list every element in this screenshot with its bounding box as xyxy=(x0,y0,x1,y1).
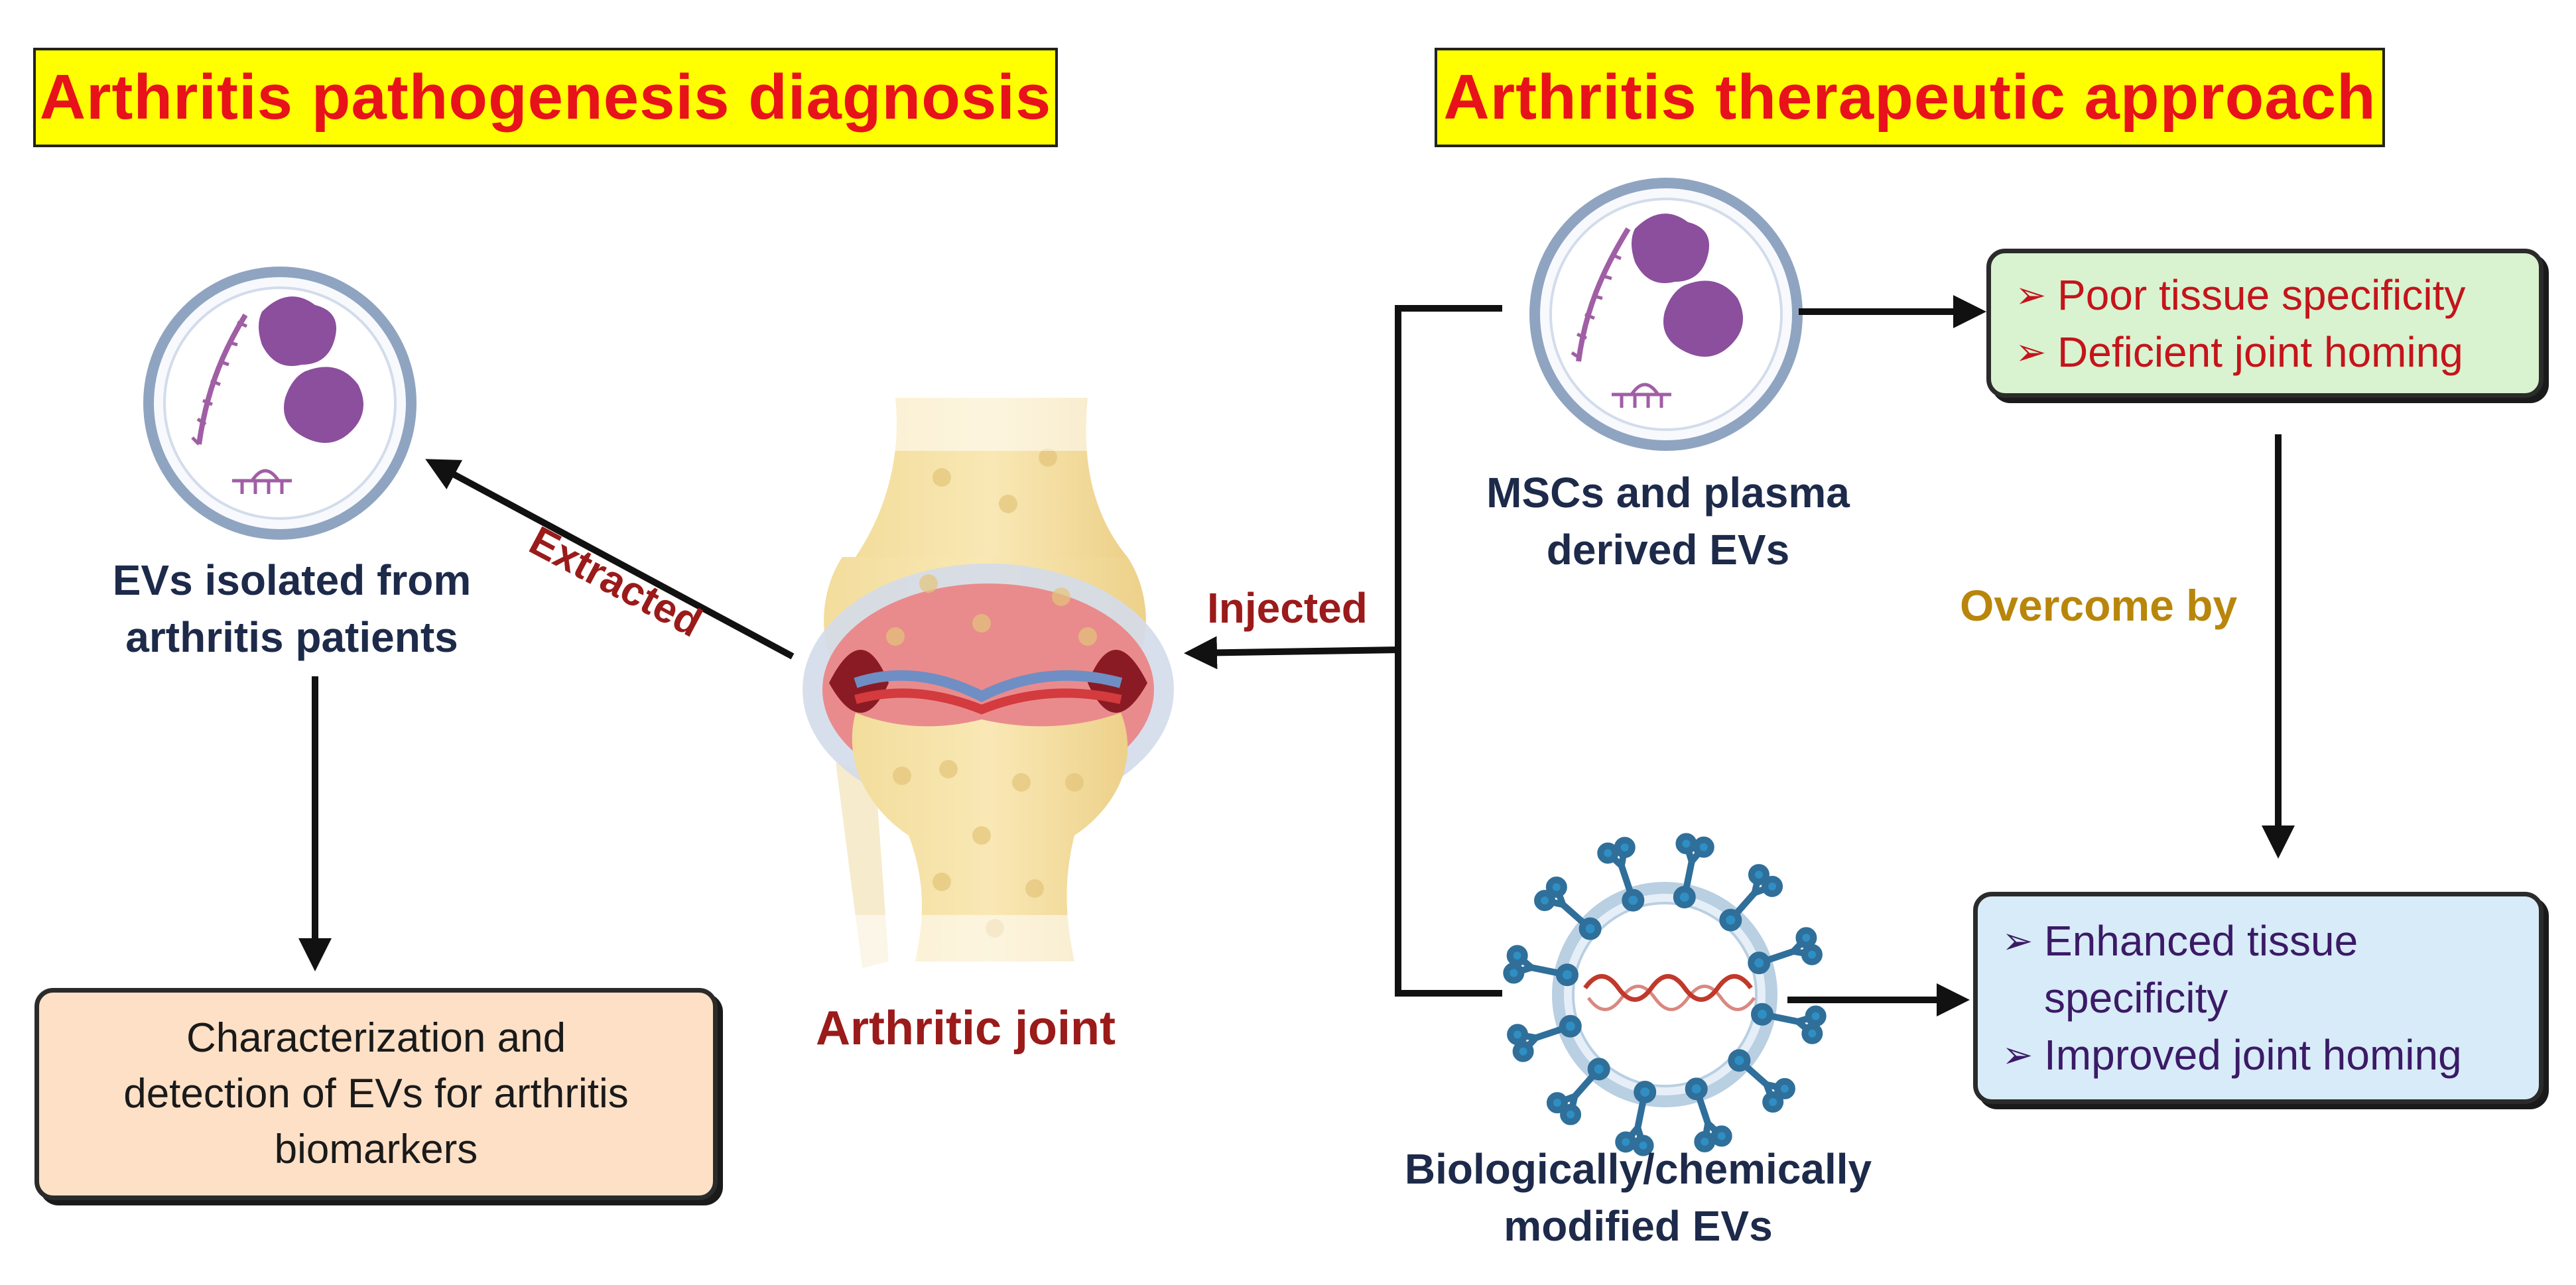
ligand-tip xyxy=(1762,875,1783,897)
ligand-tip xyxy=(1506,945,1528,967)
ligand-tip xyxy=(1694,1131,1716,1152)
label-line: Biologically/chemically xyxy=(1404,1145,1872,1193)
bone-texture-dot xyxy=(1039,448,1057,467)
list-item-line: Enhanced tissue xyxy=(2044,917,2358,965)
list-item-text: Deficient joint homing xyxy=(2057,328,2463,376)
ligand-tip xyxy=(1503,962,1525,984)
arrowhead-bullet-icon: ➢ xyxy=(2002,920,2033,961)
box-line: Characterization and xyxy=(186,1015,566,1061)
list-item: ➢ Deficient joint homing xyxy=(2004,324,2465,381)
ligand-tip xyxy=(1546,1092,1568,1114)
label-modified-evs: Biologically/chemically modified EVs xyxy=(1373,1140,1903,1254)
limitations-box: ➢ Poor tissue specificity ➢ Deficient jo… xyxy=(1986,249,2544,398)
ligand-tip xyxy=(1614,837,1636,859)
ligand-tip xyxy=(1801,1022,1823,1044)
ligand-tip xyxy=(1762,1091,1784,1113)
ligand-anchor xyxy=(1587,1058,1610,1081)
bone-texture-dot xyxy=(893,766,911,785)
list-item-text: Poor tissue specificity xyxy=(2057,271,2466,319)
list-item-line: specificity xyxy=(2044,974,2228,1022)
box-line: biomarkers xyxy=(274,1127,478,1172)
ligand-tip xyxy=(1801,944,1823,965)
characterization-text: Characterization and detection of EVs fo… xyxy=(123,1010,629,1178)
ligand-anchor xyxy=(1748,951,1771,975)
ligand-anchor xyxy=(1555,963,1578,987)
ligand-tip xyxy=(1632,1134,1654,1156)
ligand-anchor xyxy=(1751,1003,1774,1026)
bone-texture-dot xyxy=(999,495,1017,513)
ligand-anchor xyxy=(1559,1014,1582,1038)
extracted-arrow xyxy=(425,459,795,660)
label-line: EVs isolated from xyxy=(112,556,472,604)
arrowhead-bullet-icon: ➢ xyxy=(2015,330,2047,373)
injected-arrow xyxy=(1184,636,1399,670)
bone-texture-dot xyxy=(1012,773,1031,792)
ligand-tip xyxy=(1507,1024,1529,1046)
bone-texture-dot xyxy=(933,468,951,487)
bone-texture-dot xyxy=(886,627,905,646)
ligand-tip xyxy=(1560,1103,1582,1125)
limitations-list: ➢ Poor tissue specificity ➢ Deficient jo… xyxy=(2004,267,2466,381)
ligand-tip xyxy=(1710,1125,1732,1147)
ligand-anchor xyxy=(1673,885,1696,908)
ligand-tip xyxy=(1795,927,1817,949)
isolated-ev-vesicle-icon xyxy=(143,267,417,540)
ligand-tip xyxy=(1512,1040,1534,1062)
ligand-tip xyxy=(1675,833,1697,855)
bone-texture-dot xyxy=(1025,879,1044,898)
msc-ev-vesicle-icon xyxy=(1529,178,1803,451)
label-line: modified EVs xyxy=(1504,1202,1773,1250)
diagram-arrows xyxy=(298,295,2295,1016)
ligand-tip xyxy=(1545,876,1567,898)
label-line: arthritis patients xyxy=(125,613,458,661)
ligand-anchor xyxy=(1728,1049,1751,1072)
characterization-box: Characterization and detection of EVs fo… xyxy=(34,988,718,1200)
ligand-anchor xyxy=(1719,908,1742,932)
header-therapeutic-approach: Arthritis therapeutic approach xyxy=(1435,48,2385,147)
ligand-tip xyxy=(1597,842,1619,864)
ligand-anchor xyxy=(1578,917,1602,940)
improvements-box: ➢ Enhanced tissue specificity ➢ Improved… xyxy=(1973,892,2544,1104)
ligand-tip xyxy=(1748,864,1770,886)
bone-texture-dot xyxy=(1078,627,1097,646)
bone-texture-dot xyxy=(972,826,991,845)
label-evs-isolated: EVs isolated from arthritis patients xyxy=(60,552,524,666)
improvements-list: ➢ Enhanced tissue specificity ➢ Improved… xyxy=(1991,912,2462,1083)
bone-texture-dot xyxy=(1052,587,1070,606)
bone-texture-dot xyxy=(972,614,991,633)
arrowhead-bullet-icon: ➢ xyxy=(2015,273,2047,316)
ligand-anchor xyxy=(1622,888,1645,912)
ligand-tip xyxy=(1805,1005,1827,1027)
ligand-tip xyxy=(1615,1131,1637,1153)
arrowhead-bullet-icon: ➢ xyxy=(2002,1034,2033,1075)
label-arthritic-joint: Arthritic joint xyxy=(816,1002,1116,1055)
therapy-bracket-line xyxy=(1395,305,1502,997)
label-injected: Injected xyxy=(1207,584,1368,632)
bone-texture-dot xyxy=(919,574,938,593)
label-line: MSCs and plasma xyxy=(1486,469,1850,517)
label-msc-evs: MSCs and plasma derived EVs xyxy=(1443,464,1894,578)
list-item-text: Improved joint homing xyxy=(2044,1031,2462,1079)
modified-ev-vesicle-icon xyxy=(1503,833,1827,1156)
ligand-tip xyxy=(1773,1077,1795,1099)
list-item: ➢ Improved joint homing xyxy=(1991,1026,2462,1083)
list-item: ➢ Poor tissue specificity xyxy=(2004,267,2466,324)
list-item-text: Enhanced tissue specificity xyxy=(2044,912,2358,1026)
box-line: detection of EVs for arthritis xyxy=(123,1071,629,1117)
ligand-tip xyxy=(1693,836,1714,858)
bone-texture-dot xyxy=(939,760,958,778)
list-item: ➢ Enhanced tissue specificity xyxy=(1991,912,2462,1026)
ligand-anchor xyxy=(1634,1081,1657,1104)
label-line: derived EVs xyxy=(1546,526,1790,574)
ligand-tip xyxy=(1534,890,1556,912)
header-pathogenesis-diagnosis: Arthritis pathogenesis diagnosis xyxy=(33,48,1058,147)
bone-texture-dot xyxy=(933,873,951,891)
ligand-anchor xyxy=(1685,1077,1708,1101)
bone-texture-dot xyxy=(1065,773,1084,792)
label-overcome-by: Overcome by xyxy=(1960,581,2238,630)
arthritic-joint-icon xyxy=(796,371,1174,975)
